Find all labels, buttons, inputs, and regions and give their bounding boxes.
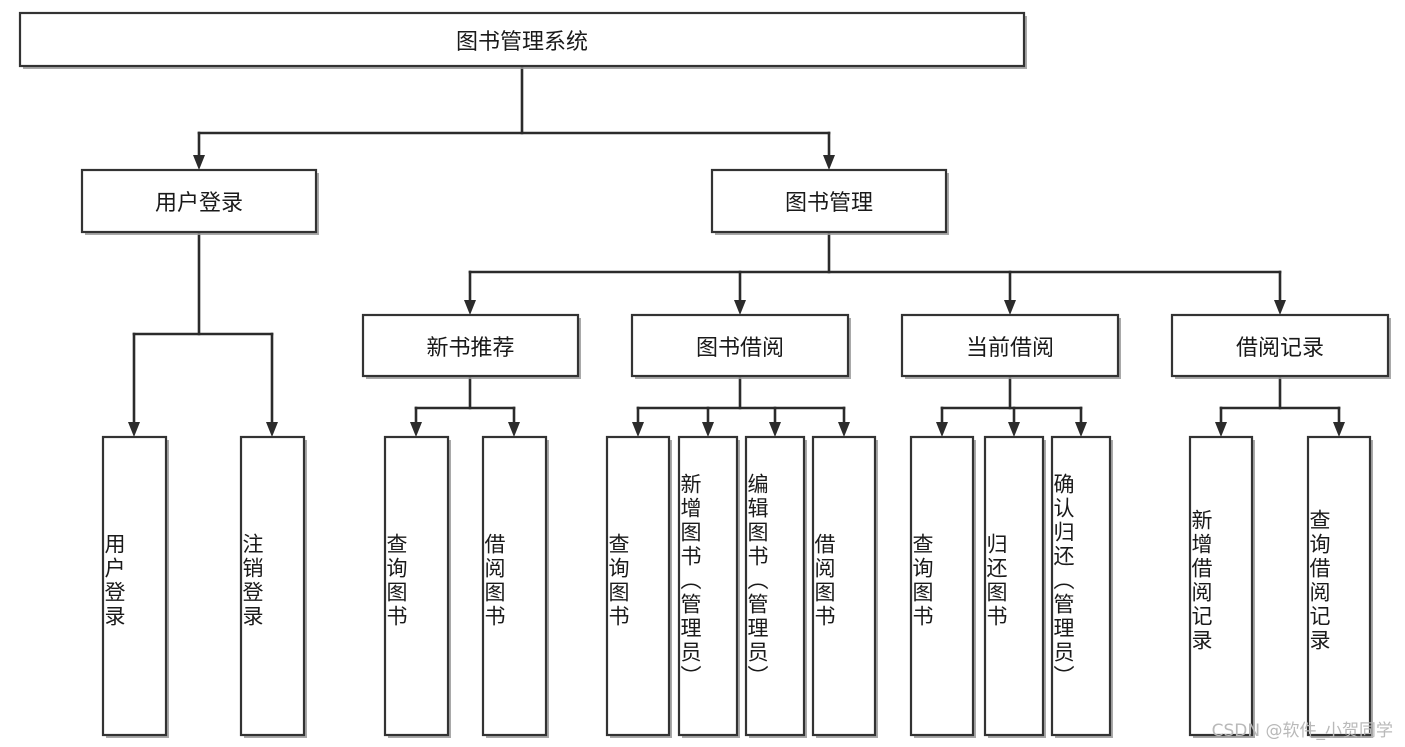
edge-book-to-level3-1-head (734, 300, 746, 315)
node-leaf-box-7[interactable] (811, 435, 877, 737)
node-level2-box-1[interactable] (710, 168, 948, 234)
node-root-box[interactable] (18, 11, 1026, 68)
edge-当前借阅-leaf-0-head (936, 422, 948, 437)
edge-新书推荐-leaf-0-head (410, 422, 422, 437)
edge-root-to-level2-0-head (193, 155, 205, 170)
edge-user-to-leaf-1-head (266, 422, 278, 437)
node-level3-box-2[interactable] (900, 313, 1120, 378)
node-level3-box-0[interactable] (361, 313, 580, 378)
node-leaf-box-9[interactable] (983, 435, 1045, 737)
node-leaf-box-8[interactable] (909, 435, 975, 737)
edge-当前借阅-leaf-1-head (1008, 422, 1020, 437)
edge-图书借阅-leaf-0-head (632, 422, 644, 437)
connector-lines (128, 64, 1345, 437)
edge-借阅记录-leaf-0-head (1215, 422, 1227, 437)
node-level3-box-1[interactable] (630, 313, 850, 378)
node-leaf-box-2[interactable] (383, 435, 450, 737)
edge-图书借阅-leaf-1-head (702, 422, 714, 437)
node-leaf-box-12[interactable] (1306, 435, 1372, 737)
edge-图书借阅-leaf-2-head (769, 422, 781, 437)
node-leaf-box-10[interactable] (1050, 435, 1112, 737)
edge-新书推荐-leaf-1-head (508, 422, 520, 437)
node-leaf-box-1[interactable] (239, 435, 306, 737)
node-leaf-box-4[interactable] (605, 435, 671, 737)
edge-book-to-level3-3-head (1274, 300, 1286, 315)
node-leaf-box-3[interactable] (481, 435, 548, 737)
edge-root-to-level2-1-head (823, 155, 835, 170)
node-level3-box-3[interactable] (1170, 313, 1390, 378)
edge-借阅记录-leaf-1-head (1333, 422, 1345, 437)
node-leaf-box-0[interactable] (101, 435, 168, 737)
node-leaf-box-6[interactable] (744, 435, 806, 737)
edge-user-to-leaf-0-head (128, 422, 140, 437)
edge-图书借阅-leaf-3-head (838, 422, 850, 437)
edge-book-to-level3-2-head (1004, 300, 1016, 315)
edge-当前借阅-leaf-2-head (1075, 422, 1087, 437)
node-boxes (18, 11, 1391, 738)
node-leaf-box-11[interactable] (1188, 435, 1254, 737)
node-level2-box-0[interactable] (80, 168, 318, 234)
edge-book-to-level3-0-head (464, 300, 476, 315)
node-leaf-box-5[interactable] (677, 435, 739, 737)
